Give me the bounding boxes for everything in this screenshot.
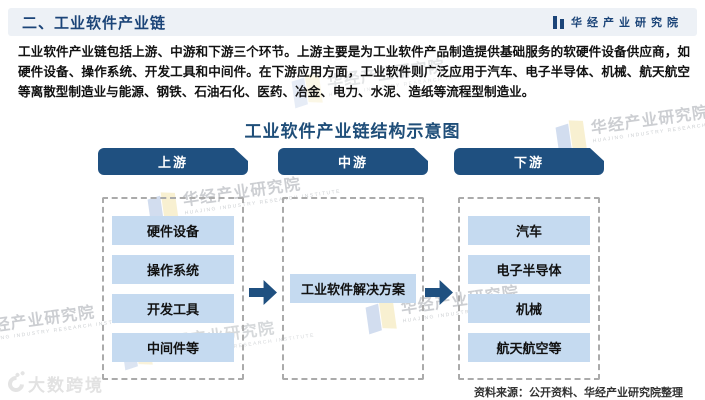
corner-watermark-text: 大数跨境 (28, 376, 104, 395)
midstream-container: 工业软件解决方案 (282, 197, 424, 380)
upstream-item: 操作系统 (112, 254, 234, 284)
downstream-item: 电子半导体 (468, 254, 590, 284)
intro-paragraph: 工业软件产业链包括上游、中游和下游三个环节。上游主要是为工业软件产品制造提供基础… (18, 45, 690, 99)
downstream-item: 机械 (468, 293, 590, 323)
column-header-upstream: 上游 (98, 148, 248, 175)
upstream-item: 开发工具 (112, 293, 234, 323)
brand-logo: 华经产业研究院 (553, 14, 683, 30)
source-note: 资料来源：公开资料、华经产业研究院整理 (474, 387, 683, 399)
right-arrow-icon (249, 280, 277, 305)
downstream-container: 汽车 电子半导体 机械 航天航空等 (458, 197, 600, 380)
section-header-bar: 二、工业软件产业链 华经产业研究院 (8, 8, 697, 36)
upstream-container: 硬件设备 操作系统 开发工具 中间件等 (102, 197, 244, 380)
column-header-downstream: 下游 (454, 148, 604, 175)
diagram-title: 工业软件产业链结构示意图 (244, 122, 461, 141)
midstream-item: 工业软件解决方案 (290, 274, 416, 303)
upstream-item: 中间件等 (112, 332, 234, 362)
upstream-item: 硬件设备 (112, 215, 234, 245)
downstream-item: 航天航空等 (468, 332, 590, 362)
downstream-item: 汽车 (468, 215, 590, 245)
corner-watermark: 大数跨境 (4, 371, 104, 396)
swirl-logo-icon (4, 372, 28, 395)
section-title: 二、工业软件产业链 (22, 14, 167, 32)
brand-name: 华经产业研究院 (571, 17, 683, 29)
right-arrow-icon (425, 280, 453, 305)
column-header-midstream: 中游 (278, 148, 428, 175)
brand-bars-icon (553, 15, 564, 29)
